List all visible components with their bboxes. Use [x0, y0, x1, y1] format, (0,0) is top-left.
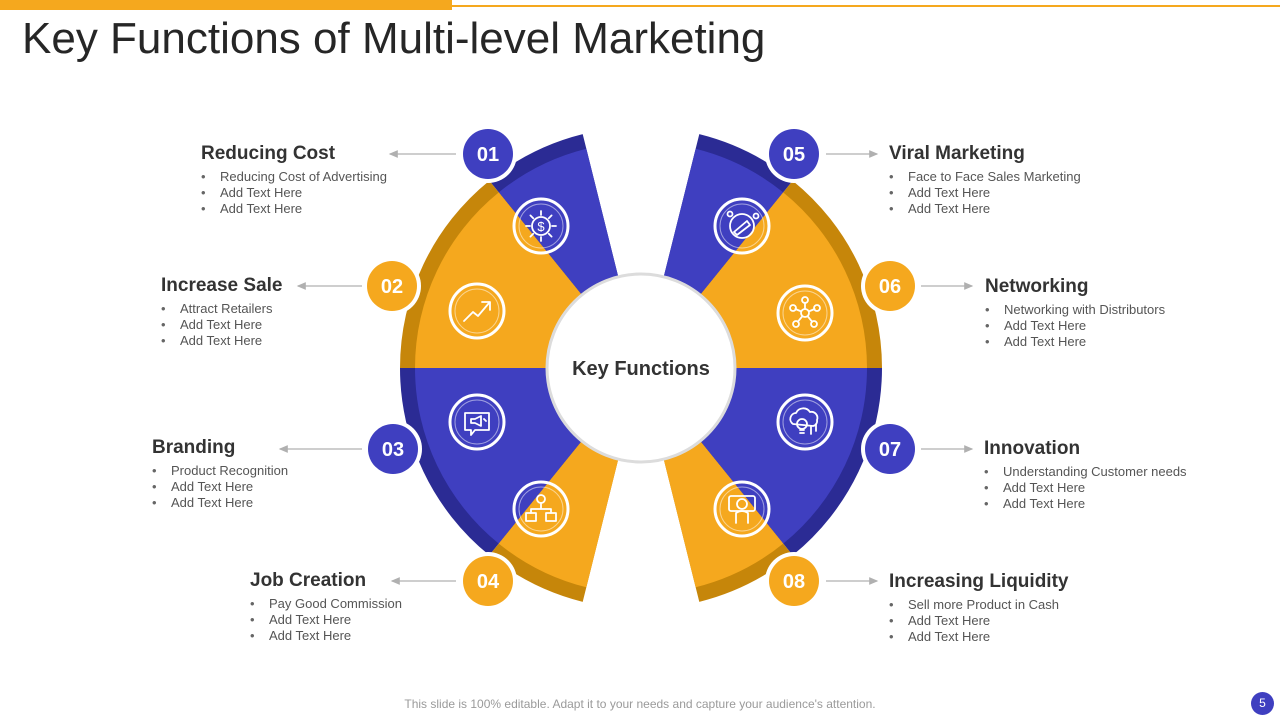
function-heading: Networking — [985, 276, 1089, 297]
svg-text:$: $ — [537, 219, 545, 234]
badge-05 — [769, 129, 819, 179]
badge-number-03: 03 — [382, 439, 404, 461]
function-label-02: Increase SaleAttract RetailersAdd Text H… — [161, 275, 282, 349]
page-number: 5 — [1251, 692, 1274, 715]
badge-08 — [769, 556, 819, 606]
function-bullet: Add Text Here — [984, 496, 1187, 512]
function-bullet: Add Text Here — [889, 629, 1068, 645]
function-bullet: Reducing Cost of Advertising — [201, 169, 387, 185]
function-bullet: Face to Face Sales Marketing — [889, 169, 1081, 185]
badge-number-06: 06 — [879, 276, 901, 298]
money-hand-icon — [713, 480, 771, 538]
function-bullet: Add Text Here — [889, 613, 1068, 629]
function-label-05: Viral MarketingFace to Face Sales Market… — [889, 143, 1081, 217]
function-label-01: Reducing CostReducing Cost of Advertisin… — [201, 143, 387, 217]
center-label: Key Functions — [572, 358, 710, 380]
function-heading: Viral Marketing — [889, 143, 1025, 164]
segment-02 — [415, 192, 582, 368]
function-bullet: Add Text Here — [889, 201, 1081, 217]
function-bullet: Add Text Here — [985, 334, 1165, 350]
segment-08 — [663, 441, 784, 588]
badge-number-01: 01 — [477, 144, 499, 166]
function-bullet: Pay Good Commission — [250, 596, 402, 612]
function-bullets: Pay Good CommissionAdd Text HereAdd Text… — [250, 596, 402, 644]
function-bullet: Add Text Here — [889, 185, 1081, 201]
function-heading: Increase Sale — [161, 275, 283, 296]
badge-number-04: 04 — [477, 571, 500, 593]
function-heading: Branding — [152, 437, 236, 458]
function-bullet: Networking with Distributors — [985, 302, 1165, 318]
function-label-06: NetworkingNetworking with DistributorsAd… — [985, 276, 1165, 350]
viral-megaphone-icon — [713, 197, 771, 255]
segment-06 — [700, 192, 867, 368]
top-accent-bar — [0, 0, 452, 10]
function-label-08: Increasing LiquiditySell more Product in… — [889, 571, 1068, 645]
function-heading: Job Creation — [250, 570, 367, 591]
function-bullets: Face to Face Sales MarketingAdd Text Her… — [889, 169, 1081, 217]
top-rule — [452, 5, 1280, 7]
badge-03 — [368, 424, 418, 474]
badge-number-02: 02 — [381, 276, 403, 298]
function-bullet: Product Recognition — [152, 463, 288, 479]
badge-06 — [865, 261, 915, 311]
segment-03 — [415, 368, 582, 544]
function-label-07: InnovationUnderstanding Customer needsAd… — [984, 438, 1187, 512]
function-bullet: Sell more Product in Cash — [889, 597, 1068, 613]
badge-number-08: 08 — [783, 571, 805, 593]
badge-number-07: 07 — [879, 439, 901, 461]
badge-02 — [367, 261, 417, 311]
badge-01 — [463, 129, 513, 179]
function-bullet: Attract Retailers — [161, 301, 282, 317]
function-bullets: Attract RetailersAdd Text HereAdd Text H… — [161, 301, 282, 349]
segment-04 — [498, 441, 619, 588]
org-chart-icon — [512, 480, 570, 538]
segment-01 — [498, 148, 619, 295]
function-bullets: Reducing Cost of AdvertisingAdd Text Her… — [201, 169, 387, 217]
slide-title: Key Functions of Multi-level Marketing — [22, 14, 766, 63]
function-bullet: Understanding Customer needs — [984, 464, 1187, 480]
function-label-04: Job CreationPay Good CommissionAdd Text … — [250, 570, 402, 644]
function-label-03: BrandingProduct RecognitionAdd Text Here… — [152, 437, 288, 511]
function-bullets: Sell more Product in CashAdd Text HereAd… — [889, 597, 1068, 645]
badge-number-05: 05 — [783, 144, 805, 166]
function-bullet: Add Text Here — [152, 479, 288, 495]
function-bullet: Add Text Here — [152, 495, 288, 511]
function-bullet: Add Text Here — [201, 185, 387, 201]
function-bullets: Product RecognitionAdd Text HereAdd Text… — [152, 463, 288, 511]
footer-note: This slide is 100% editable. Adapt it to… — [404, 697, 876, 711]
dollar-gear-icon: $ — [512, 197, 570, 255]
function-bullet: Add Text Here — [250, 628, 402, 644]
center-circle — [545, 272, 737, 464]
function-bullet: Add Text Here — [250, 612, 402, 628]
function-heading: Innovation — [984, 438, 1081, 459]
badge-07 — [865, 424, 915, 474]
function-bullets: Networking with DistributorsAdd Text Her… — [985, 302, 1165, 350]
growth-arrow-icon — [448, 282, 506, 340]
badge-04 — [463, 556, 513, 606]
function-bullet: Add Text Here — [201, 201, 387, 217]
segment-05 — [663, 148, 784, 295]
function-bullet: Add Text Here — [161, 317, 282, 333]
network-icon — [776, 284, 834, 342]
segment-07 — [700, 368, 867, 544]
megaphone-icon — [448, 393, 506, 451]
function-bullet: Add Text Here — [985, 318, 1165, 334]
function-bullet: Add Text Here — [161, 333, 282, 349]
function-heading: Reducing Cost — [201, 143, 336, 164]
function-heading: Increasing Liquidity — [889, 571, 1069, 592]
function-bullet: Add Text Here — [984, 480, 1187, 496]
function-bullets: Understanding Customer needsAdd Text Her… — [984, 464, 1187, 512]
cloud-bulb-icon — [776, 393, 834, 451]
